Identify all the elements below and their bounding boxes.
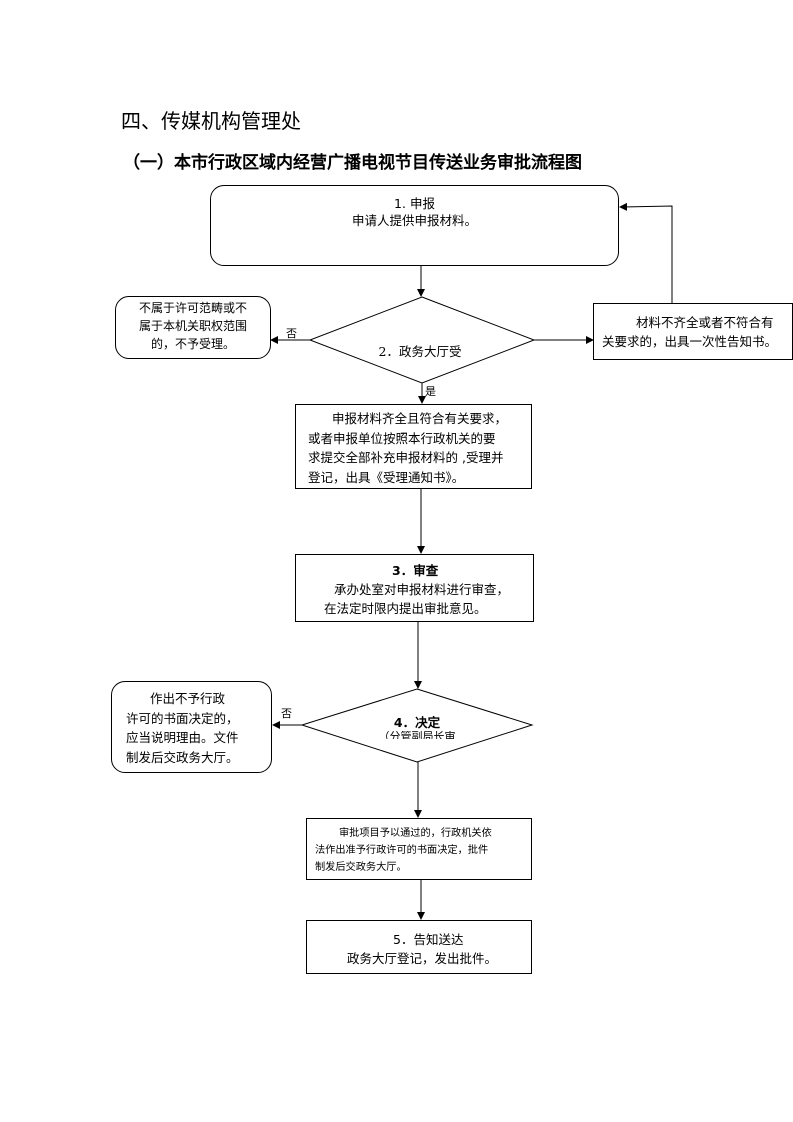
- deny-permit-box: 作出不予行政 许可的书面决定的， 应当说明理由。文件 制发后交政务大厅。: [111, 681, 272, 773]
- step3-title: 3．审查: [392, 563, 439, 578]
- accept-line-1: 申报材料齐全且符合有关要求，: [332, 411, 508, 426]
- label-yes: 是: [425, 385, 436, 398]
- step5-text: 政务大厅登记，发出批件。: [347, 951, 498, 966]
- step4-title: 4．决定: [393, 715, 441, 730]
- step1-declaration-box: 1. 申报 申请人提供申报材料。: [210, 185, 619, 266]
- step3-review-box: 3．审查 承办处室对申报材料进行审查， 在法定时限内提出审批意见。: [295, 554, 534, 622]
- approve-line-1: 审批项目予以通过的，行政机关依: [339, 828, 492, 839]
- step4-subtitle: （分管副局长审: [357, 731, 477, 739]
- reject-out-of-scope-box: 不属于许可范畴或不 属于本机关职权范围 的，不予受理。: [115, 296, 271, 359]
- step3-line-1: 承办处室对申报材料进行审查，: [334, 582, 510, 597]
- step5-title: 5．告知送达: [393, 932, 464, 947]
- step5-delivery-box: 5．告知送达 政务大厅登记，发出批件。: [306, 920, 532, 974]
- deny-line-3: 应当说明理由。文件: [126, 730, 239, 745]
- reject-left-line-2: 属于本机关职权范围: [138, 319, 247, 333]
- deny-line-4: 制发后交政务大厅。: [126, 749, 239, 765]
- step1-text: 申请人提供申报材料。: [351, 213, 477, 228]
- label-no-1: 否: [286, 327, 297, 340]
- reject-left-line-3: 的，不予受理。: [150, 337, 235, 351]
- accept-line-4: 登记，出具《受理通知书》。: [308, 469, 465, 485]
- reject-right-line-1: 材料不齐全或者不符合有: [636, 315, 774, 330]
- label-no-2: 否: [281, 707, 292, 720]
- step4-subtitle-text: （分管副局长审: [378, 731, 456, 739]
- deny-line-2: 许可的书面决定的，: [126, 710, 239, 726]
- acceptance-box: 申报材料齐全且符合有关要求， 或者申报单位按照本行政机关的要 求提交全部补充申报…: [295, 404, 532, 489]
- reject-left-line-1: 不属于许可范畴或不: [138, 301, 247, 315]
- flowchart-title: （一）本市行政区域内经营广播电视节目传送业务审批流程图: [123, 153, 582, 173]
- approve-line-2: 法作出准予行政许可的书面决定，批件: [315, 845, 489, 856]
- deny-line-1: 作出不予行政: [150, 691, 226, 706]
- arrow-return-to-s1: [619, 202, 673, 303]
- reject-incomplete-box: 材料不齐全或者不符合有 关要求的，出具一次性告知书。: [593, 303, 793, 360]
- decision-diamond-decision: [300, 688, 534, 763]
- step1-title: 1. 申报: [394, 196, 435, 211]
- approve-line-3: 制发后交政务大厅。: [315, 862, 407, 873]
- accept-line-2: 或者申报单位按照本行政机关的要: [308, 430, 496, 446]
- accept-line-3: 求提交全部补充申报材料的 ,受理并: [308, 450, 504, 465]
- step2-text: 2．政务大厅受: [378, 344, 462, 359]
- step3-line-2: 在法定时限内提出审批意见。: [324, 601, 487, 616]
- section-heading: 四、传媒机构管理处: [121, 109, 301, 133]
- decision-diamond-acceptance: [308, 296, 536, 384]
- reject-right-line-2: 关要求的，出具一次性告知书。: [602, 334, 778, 349]
- approval-box: 审批项目予以通过的，行政机关依 法作出准予行政许可的书面决定，批件 制发后交政务…: [306, 818, 532, 880]
